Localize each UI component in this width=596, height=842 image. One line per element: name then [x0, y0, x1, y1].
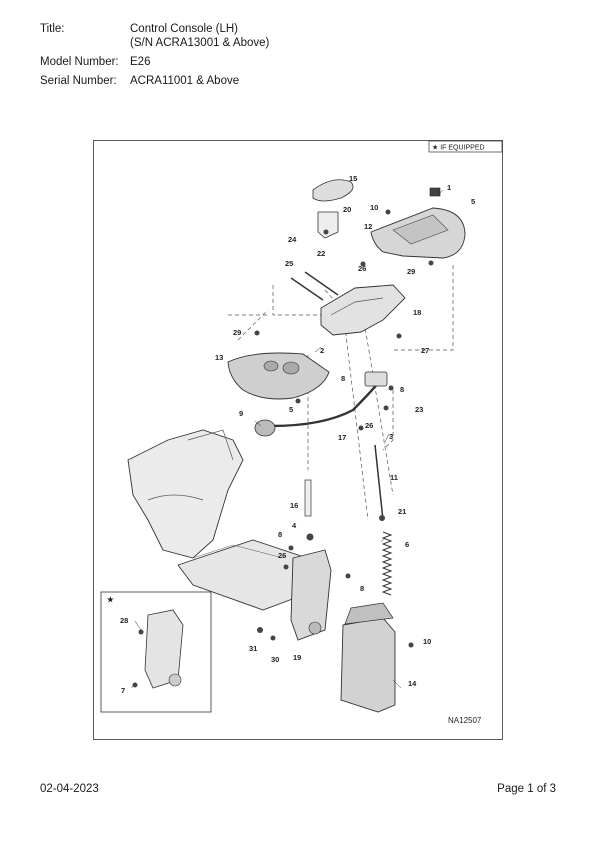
- part-9-lever-knob: [254, 419, 276, 437]
- part-25-pivot-rods: [290, 271, 339, 301]
- callout-8b: 8: [400, 385, 404, 394]
- serial-label: Serial Number:: [40, 75, 117, 87]
- callout-16: 16: [290, 501, 298, 510]
- part-16-pin: [304, 479, 312, 517]
- callout-30: 30: [271, 655, 279, 664]
- callout-19: 19: [293, 653, 301, 662]
- model-row: Model Number: E26: [40, 55, 269, 69]
- callout-1: 1: [447, 183, 451, 192]
- callout-25: 25: [285, 259, 293, 268]
- callout-2: 2: [320, 346, 324, 355]
- serial-value: ACRA11001 & Above: [130, 75, 240, 87]
- callout-29b: 29: [407, 267, 415, 276]
- callout-8c: 8: [278, 530, 282, 539]
- callout-31: 31: [249, 644, 257, 653]
- part-19-lever-bracket: [290, 549, 332, 641]
- console-pedestal-frame: [127, 429, 244, 559]
- callout-8a: 8: [341, 374, 345, 383]
- callout-15: 15: [349, 174, 357, 183]
- inset-optional-parts: [100, 591, 212, 713]
- part-14-side-cover: [340, 602, 396, 713]
- callout-5b: 5: [289, 405, 293, 414]
- inset-star-marker: ★: [107, 595, 115, 604]
- footer-page-number: Page 1 of 3: [497, 783, 556, 795]
- parts-drawing: ★ IF EQUIPPED: [93, 140, 503, 740]
- title-row: Title: Control Console (LH) (S/N ACRA130…: [40, 22, 269, 50]
- callout-10b: 10: [423, 637, 431, 646]
- equipped-note: ★ IF EQUIPPED: [432, 144, 485, 152]
- callout-17: 17: [338, 433, 346, 442]
- callout-26a: 26: [358, 264, 366, 273]
- part-13-lower-housing: [227, 352, 330, 400]
- callout-26c: 26: [278, 551, 286, 560]
- part-18-console-frame: [320, 284, 406, 336]
- callout-20: 20: [343, 205, 351, 214]
- callout-13: 13: [215, 353, 223, 362]
- callout-10a: 10: [370, 203, 378, 212]
- title-label: Title:: [40, 23, 65, 35]
- document-header: Title: Control Console (LH) (S/N ACRA130…: [40, 22, 269, 93]
- callout-11: 11: [390, 473, 398, 482]
- drawing-code: NA12507: [448, 716, 482, 725]
- callout-3: 3: [389, 432, 393, 441]
- callout-27: 27: [421, 346, 429, 355]
- part-6-spring: [381, 531, 393, 596]
- callout-18: 18: [413, 308, 421, 317]
- title-line-2: (S/N ACRA13001 & Above): [130, 37, 270, 49]
- callout-12: 12: [364, 222, 372, 231]
- callout-5: 5: [471, 197, 475, 206]
- callout-29a: 29: [233, 328, 241, 337]
- part-15-handle-cap: [312, 179, 354, 202]
- callout-8d: 8: [360, 584, 364, 593]
- callout-23: 23: [415, 405, 423, 414]
- callout-7: 7: [121, 686, 125, 695]
- callout-21: 21: [398, 507, 406, 516]
- title-line-1: Control Console (LH): [130, 23, 239, 35]
- footer-date: 02-04-2023: [40, 783, 99, 795]
- callout-6: 6: [405, 540, 409, 549]
- fastener-hardware: [254, 209, 434, 648]
- model-value: E26: [130, 56, 151, 68]
- part-12-upper-cover: [370, 187, 466, 259]
- serial-row: Serial Number: ACRA11001 & Above: [40, 74, 269, 88]
- callout-24: 24: [288, 235, 297, 244]
- model-label: Model Number:: [40, 56, 119, 68]
- title-value: Control Console (LH) (S/N ACRA13001 & Ab…: [130, 22, 269, 50]
- callout-28: 28: [120, 616, 128, 625]
- assembly-guide-lines: [228, 265, 454, 521]
- callout-9: 9: [239, 409, 243, 418]
- callout-14: 14: [408, 679, 417, 688]
- callout-4: 4: [292, 521, 297, 530]
- part-20-bracket: [317, 211, 339, 239]
- parts-diagram: ★ IF EQUIPPED: [93, 140, 503, 740]
- equipped-tag-box: [428, 140, 503, 153]
- part-11-linkage-rod: [374, 444, 384, 521]
- part-17-control-lever: [270, 371, 388, 428]
- callout-22: 22: [317, 249, 325, 258]
- callout-26b: 26: [365, 421, 373, 430]
- callout-leaders: [130, 189, 444, 689]
